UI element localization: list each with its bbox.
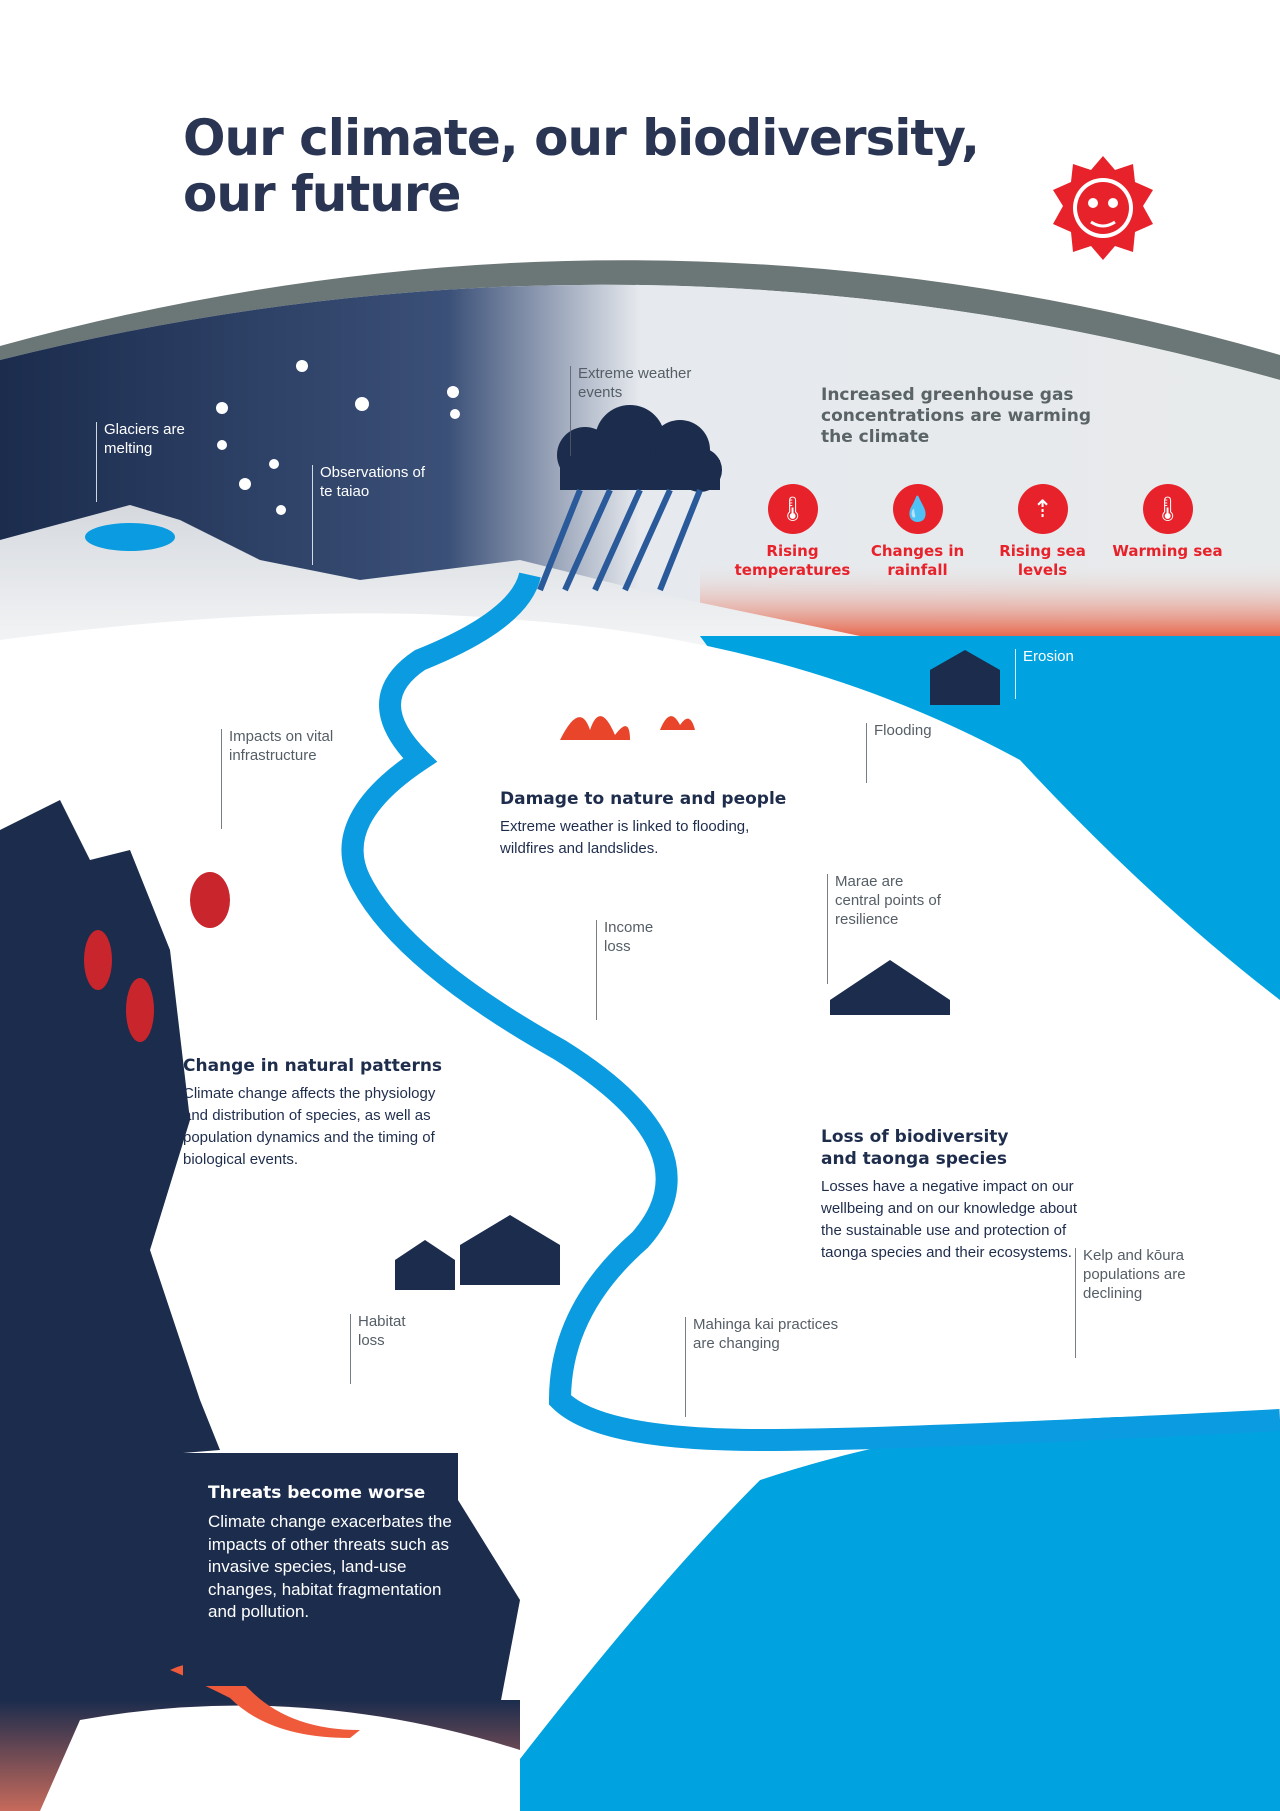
storm-cloud [557,405,722,492]
sky-arc [0,260,1280,380]
glacier-lake [85,523,175,551]
impact-sea-levels: ⇡Rising sea levels [980,484,1105,580]
stars [216,360,460,515]
impact-rising-temperatures: 🌡Rising temperatures [730,484,855,580]
section-body: Losses have a negative impact on our wel… [821,1178,1078,1261]
river [341,571,1280,1452]
climate-impacts: 🌡Rising temperatures 💧Changes in rainfal… [730,484,1250,580]
rain [537,488,703,592]
callout-flooding: Flooding [866,721,932,783]
section-heading: Damage to nature and people [500,789,787,809]
section-heading: Threats become worse [208,1483,426,1503]
section-patterns: Change in natural patterns Climate chang… [183,1055,463,1171]
warming-sea-icon: 🌡 [1142,484,1193,534]
section-body: Climate change affects the physiology an… [183,1085,436,1168]
callout-mahinga-kai: Mahinga kai practices are changing [685,1315,853,1417]
callout-habitat: Habitat loss [350,1312,428,1384]
callout-infrastructure: Impacts on vital infrastructure [221,727,359,829]
page-title: Our climate, our biodiversity, our futur… [183,109,980,223]
callout-glaciers: Glaciers are melting [96,420,194,502]
callout-extreme-weather: Extreme weather events [570,364,708,456]
callout-observations: Observations of te taiao [312,463,430,565]
thermometer-up-icon: 🌡 [767,484,818,534]
section-heading: Change in natural patterns [183,1056,443,1076]
callout-income: Income loss [596,918,674,1020]
section-threats: Threats become worse Climate change exac… [183,1453,458,1686]
impact-warming-sea: 🌡Warming sea [1105,484,1230,580]
callout-erosion: Erosion [1015,647,1074,699]
callout-marae: Marae are central points of resilience [827,872,945,984]
foliage-left [0,800,520,1811]
kereru-birds [84,872,230,1042]
title-line-1: Our climate, our biodiversity, [183,109,980,167]
sea-level-rise-icon: ⇡ [1017,484,1068,534]
raindrops-icon: 💧 [892,484,943,534]
section-body: Climate change exacerbates the impacts o… [208,1512,452,1621]
maori-sun-face-icon [1053,156,1153,260]
title-line-2: our future [183,165,461,223]
wildfire [560,716,695,740]
section-heading: Loss of biodiversity and taonga species [821,1127,1009,1169]
section-damage: Damage to nature and people Extreme weat… [500,788,790,860]
section-biodiversity: Loss of biodiversity and taonga species … [821,1126,1091,1264]
houses [395,650,1000,1290]
greenhouse-heading: Increased greenhouse gas concentrations … [821,385,1091,447]
impact-rainfall: 💧Changes in rainfall [855,484,980,580]
callout-kelp: Kelp and kōura populations are declining [1075,1246,1203,1358]
section-body: Extreme weather is linked to flooding, w… [500,818,750,857]
